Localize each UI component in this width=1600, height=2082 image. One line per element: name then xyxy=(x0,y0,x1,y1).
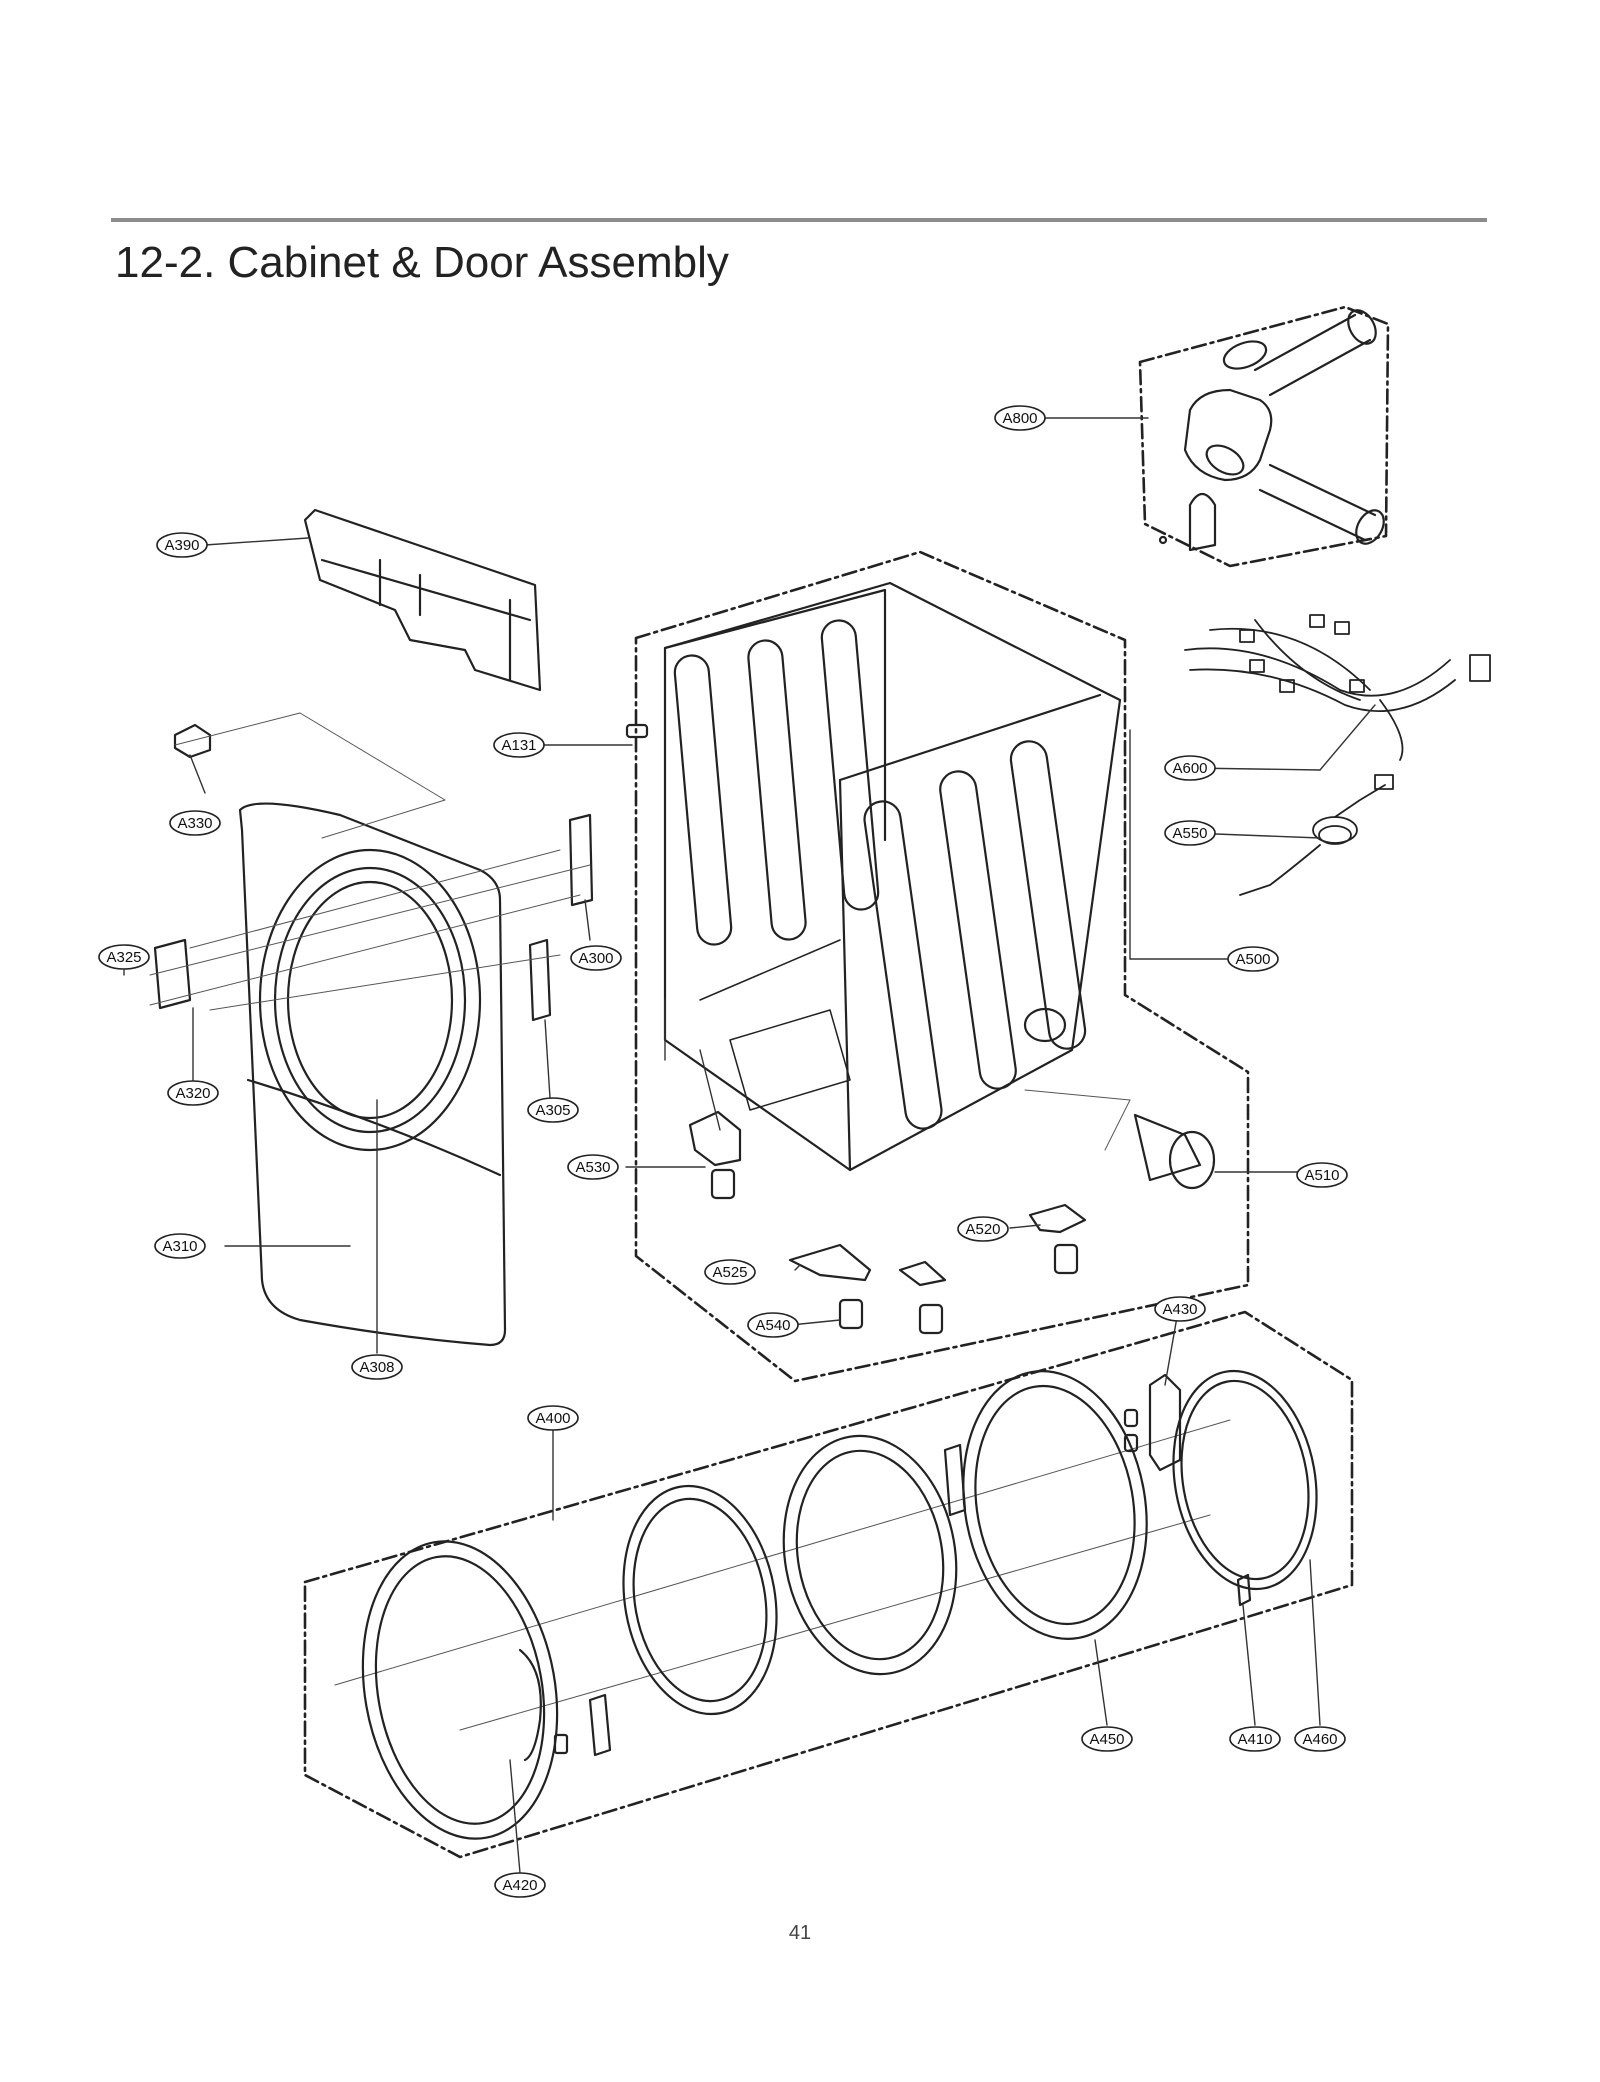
svg-text:A330: A330 xyxy=(177,815,212,832)
part-a131 xyxy=(625,723,649,739)
door-striker xyxy=(943,1443,967,1517)
callout-a390: A390 xyxy=(156,532,208,558)
callout-a530: A530 xyxy=(567,1154,619,1180)
svg-text:A460: A460 xyxy=(1302,1731,1337,1748)
svg-text:A430: A430 xyxy=(1162,1301,1197,1318)
bracket-a525 xyxy=(788,1243,872,1282)
foot-a530 xyxy=(710,1168,736,1200)
duct-bracket xyxy=(1188,492,1217,552)
svg-text:A131: A131 xyxy=(501,737,536,754)
door-handle-a420 xyxy=(518,1648,542,1762)
callout-a500: A500 xyxy=(1227,946,1279,972)
foot-a540-left xyxy=(838,1298,864,1330)
wire-harness xyxy=(1184,614,1491,761)
callout-a460: A460 xyxy=(1294,1726,1346,1752)
callout-a540: A540 xyxy=(747,1312,799,1338)
svg-text:A308: A308 xyxy=(359,1359,394,1376)
callout-a320: A320 xyxy=(167,1080,219,1106)
svg-text:A510: A510 xyxy=(1304,1167,1339,1184)
callout-a520: A520 xyxy=(957,1216,1009,1242)
rail-a320 xyxy=(153,938,192,1010)
callout-a325: A325 xyxy=(98,944,150,970)
page-title: 12-2. Cabinet & Door Assembly xyxy=(115,238,729,287)
callout-a550: A550 xyxy=(1164,820,1216,846)
svg-text:A520: A520 xyxy=(965,1221,1000,1238)
svg-text:A390: A390 xyxy=(164,537,199,554)
svg-text:A300: A300 xyxy=(578,950,613,967)
door-inner-frame xyxy=(782,1434,958,1676)
svg-text:A320: A320 xyxy=(175,1085,210,1102)
power-cord xyxy=(1239,774,1394,896)
callout-a430: A430 xyxy=(1154,1296,1206,1322)
svg-text:A325: A325 xyxy=(106,949,141,966)
front-panel-opening xyxy=(258,848,482,1152)
callout-a600: A600 xyxy=(1164,755,1216,781)
cabinet-body xyxy=(663,581,1122,1172)
callout-a300: A300 xyxy=(570,945,622,971)
svg-text:A400: A400 xyxy=(535,1410,570,1427)
door-outer-ring xyxy=(361,1540,559,1840)
rear-bracket xyxy=(303,508,542,692)
exhaust-duct xyxy=(1133,1113,1216,1190)
callout-a525: A525 xyxy=(704,1259,756,1285)
cabinet-boundary xyxy=(634,550,1250,1383)
door-boundary xyxy=(303,1310,1354,1859)
callout-a308: A308 xyxy=(351,1354,403,1380)
svg-text:A500: A500 xyxy=(1235,951,1270,968)
svg-text:A525: A525 xyxy=(712,1264,747,1281)
callout-a400: A400 xyxy=(527,1405,579,1431)
svg-text:A310: A310 xyxy=(162,1238,197,1255)
callout-a305: A305 xyxy=(527,1097,579,1123)
hinge-plate-upper xyxy=(568,813,594,907)
callout-a800: A800 xyxy=(994,405,1046,431)
svg-text:A550: A550 xyxy=(1172,825,1207,842)
page-number: 41 xyxy=(788,1922,812,1944)
door-ring-a450 xyxy=(962,1370,1148,1640)
door-hinge-a430 xyxy=(1148,1373,1182,1472)
callout-a510: A510 xyxy=(1296,1162,1348,1188)
door-gasket-a460 xyxy=(1172,1369,1318,1591)
callout-a450: A450 xyxy=(1081,1726,1133,1752)
duct-tube-upper xyxy=(1253,309,1377,397)
foot-a540-right xyxy=(918,1303,944,1335)
callout-a310: A310 xyxy=(154,1233,206,1259)
door-glass xyxy=(622,1484,778,1716)
door-handle-piece xyxy=(588,1693,612,1757)
hinge-plate-lower xyxy=(528,938,552,1022)
callout-a420: A420 xyxy=(494,1872,546,1898)
duct-tube-lower xyxy=(1258,463,1385,545)
svg-text:A530: A530 xyxy=(575,1159,610,1176)
svg-text:A540: A540 xyxy=(755,1317,790,1334)
svg-text:A800: A800 xyxy=(1002,410,1037,427)
duct-elbow xyxy=(1183,340,1273,482)
callout-a330: A330 xyxy=(169,810,221,836)
front-panel xyxy=(238,802,507,1347)
clip-a330 xyxy=(173,723,212,759)
callout-a410: A410 xyxy=(1229,1726,1281,1752)
svg-text:A600: A600 xyxy=(1172,760,1207,777)
header-rule xyxy=(111,218,1487,222)
bracket-a520 xyxy=(1028,1203,1087,1234)
svg-text:A420: A420 xyxy=(502,1877,537,1894)
callout-a131: A131 xyxy=(493,732,545,758)
duct-kit-boundary xyxy=(1138,305,1390,568)
door-latch-a410 xyxy=(1236,1573,1252,1607)
bracket-a530 xyxy=(688,1110,742,1167)
svg-text:A450: A450 xyxy=(1089,1731,1124,1748)
svg-text:A305: A305 xyxy=(535,1102,570,1119)
bracket-a540-group xyxy=(898,1260,947,1287)
foot-a520 xyxy=(1053,1243,1079,1275)
svg-text:A410: A410 xyxy=(1237,1731,1272,1748)
